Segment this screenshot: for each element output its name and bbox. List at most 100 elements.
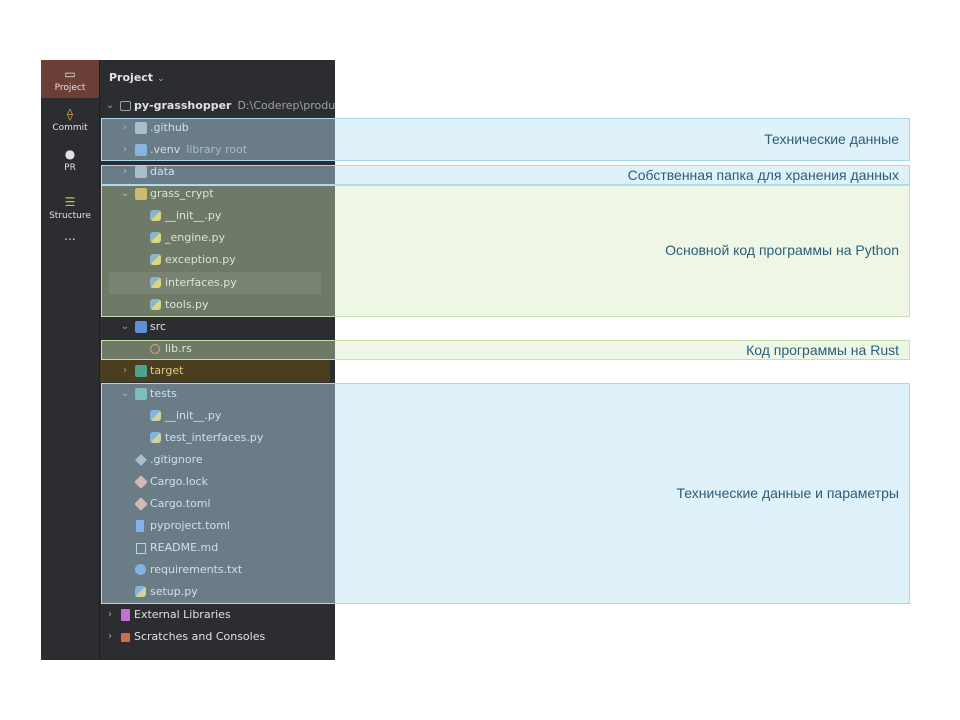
folder-icon [135, 365, 147, 377]
tree-row-gc-exception[interactable]: exception.py [100, 249, 335, 271]
python-file-icon [135, 586, 146, 597]
root-path: D:\Coderep\produc [237, 99, 335, 112]
github-icon: ● [64, 147, 76, 161]
pr-tool-label: PR [64, 163, 76, 173]
python-file-icon [150, 232, 161, 243]
requirements-file-icon [135, 564, 146, 575]
tests-folder-label: tests [150, 387, 177, 400]
scratches-icon [121, 633, 130, 642]
tree-row-gc-tools[interactable]: tools.py [100, 294, 335, 316]
tree-row-gc-init[interactable]: __init__.py [100, 205, 335, 227]
chevron-down-icon: ⌄ [157, 74, 165, 84]
project-tool-label: Project [54, 83, 86, 93]
tree-row-cargo-lock[interactable]: Cargo.lock [100, 471, 335, 493]
venv-label: .venv [150, 143, 181, 156]
file-label: lib.rs [165, 342, 192, 355]
chevron-right-icon: › [123, 166, 127, 177]
file-label: tools.py [165, 298, 209, 311]
scratches-label: Scratches and Consoles [134, 630, 266, 643]
commit-tool-button[interactable]: ⟠ Commit [41, 106, 99, 134]
file-label: .gitignore [150, 453, 203, 466]
tree-row-gc-interfaces[interactable]: interfaces.py [109, 272, 321, 294]
folder-icon [135, 144, 147, 156]
tree-row-requirements[interactable]: requirements.txt [100, 559, 335, 581]
github-folder-label: .github [150, 121, 189, 134]
annotation-main-code: Основной код программы на Python [665, 242, 899, 258]
tree-row-lib-rs[interactable]: lib.rs [100, 338, 335, 360]
folder-icon [135, 122, 147, 134]
chevron-right-icon: › [108, 631, 112, 642]
venv-hint: library root [186, 143, 248, 156]
more-tools-button[interactable]: ... [41, 230, 99, 242]
chevron-right-icon: › [108, 609, 112, 620]
python-file-icon [150, 299, 161, 310]
tree-row-gc-engine[interactable]: _engine.py [100, 227, 335, 249]
python-file-icon [150, 432, 161, 443]
overlay-tech-data [101, 118, 910, 161]
tree-row-scratches[interactable]: › Scratches and Consoles [100, 626, 335, 648]
tree-row-pyproject[interactable]: pyproject.toml [100, 515, 335, 537]
library-icon [121, 609, 130, 621]
tree-row-external-libraries[interactable]: › External Libraries [100, 604, 335, 626]
file-label: __init__.py [165, 409, 222, 422]
tree-row-grass-crypt[interactable]: ⌄ grass_crypt [100, 183, 335, 205]
chevron-down-icon: ⌄ [105, 100, 115, 111]
tree-row-src[interactable]: ⌄ src [100, 316, 335, 338]
folder-icon [135, 388, 147, 400]
more-tools-label: ... [64, 229, 76, 243]
annotation-tech-params: Технические данные и параметры [676, 485, 899, 501]
src-folder-label: src [150, 320, 167, 333]
panel-title: Project [109, 71, 154, 84]
tree-row-data[interactable]: › data [100, 161, 335, 183]
annotation-own-folder: Собственная папка для хранения данных [627, 167, 899, 183]
tree-row-gitignore[interactable]: .gitignore [100, 449, 335, 471]
data-folder-label: data [150, 165, 175, 178]
tree-row-target[interactable]: › target [100, 360, 330, 382]
folder-icon [135, 321, 147, 333]
file-label: _engine.py [165, 231, 226, 244]
folder-icon [135, 166, 147, 178]
file-label: Cargo.toml [150, 497, 211, 510]
tree-row-cargo-toml[interactable]: Cargo.toml [100, 493, 335, 515]
file-label: requirements.txt [150, 563, 243, 576]
overlay-rust-code [101, 340, 910, 360]
tree-row-tests-init[interactable]: __init__.py [100, 405, 335, 427]
structure-icon: ☰ [64, 195, 76, 209]
grass-crypt-label: grass_crypt [150, 187, 214, 200]
tree-row-venv[interactable]: › .venv library root [100, 139, 335, 161]
chevron-down-icon: ⌄ [120, 388, 130, 399]
structure-tool-button[interactable]: ☰ Structure [41, 194, 99, 222]
python-file-icon [150, 410, 161, 421]
chevron-down-icon: ⌄ [120, 321, 130, 332]
external-libraries-label: External Libraries [134, 608, 231, 621]
file-label: exception.py [165, 253, 236, 266]
overlay-tech-params [101, 383, 910, 604]
python-file-icon [150, 277, 161, 288]
tool-window-strip: ▭ Project ⟠ Commit ● PR ☰ Structure ... [41, 60, 100, 660]
chevron-down-icon: ⌄ [120, 188, 130, 199]
file-label: test_interfaces.py [165, 431, 264, 444]
tree-row-tests[interactable]: ⌄ tests [100, 383, 335, 405]
commit-icon: ⟠ [67, 107, 73, 121]
project-tool-button[interactable]: ▭ Project [41, 60, 99, 98]
file-label: __init__.py [165, 209, 222, 222]
tree-row-readme[interactable]: README.md [100, 537, 335, 559]
rust-file-icon [150, 344, 160, 354]
toml-file-icon [136, 520, 144, 532]
tree-row-github[interactable]: › .github [100, 117, 335, 139]
python-file-icon [150, 210, 161, 221]
folder-icon [135, 188, 147, 200]
tree-row-tests-interfaces[interactable]: test_interfaces.py [100, 427, 335, 449]
target-folder-label: target [150, 364, 184, 377]
file-label: interfaces.py [165, 276, 237, 289]
panel-header[interactable]: Project⌄ [109, 71, 165, 84]
chevron-right-icon: › [123, 365, 127, 376]
pr-tool-button[interactable]: ● PR [41, 146, 99, 174]
overlay-main-code [101, 185, 910, 317]
chevron-right-icon: › [123, 122, 127, 133]
chevron-right-icon: › [123, 144, 127, 155]
overlay-own-folder [101, 165, 910, 185]
tree-row-setup[interactable]: setup.py [100, 581, 335, 603]
